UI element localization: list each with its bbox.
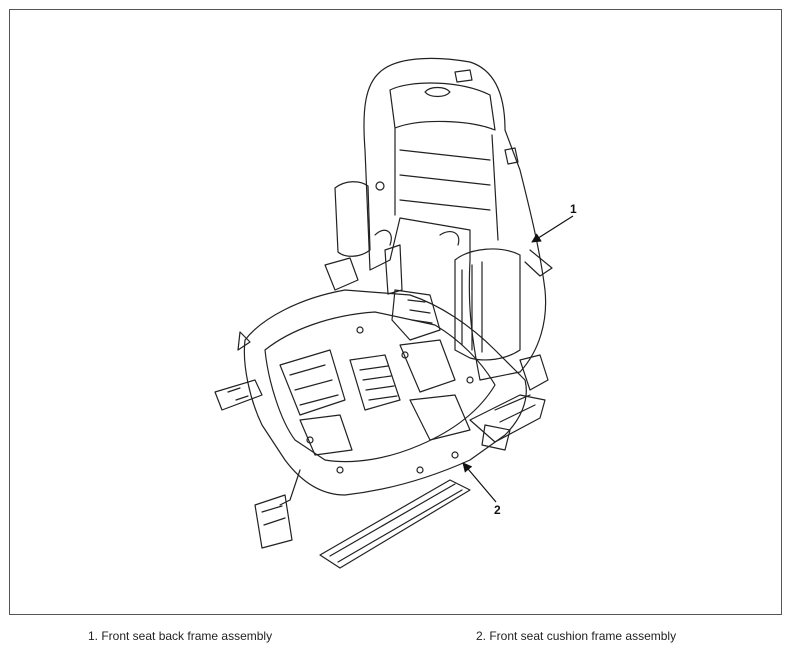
legend-item-1: 1. Front seat back frame assembly [88, 629, 273, 643]
legend-item-2: 2. Front seat cushion frame assembly [476, 629, 677, 643]
seat-cushion-frame [243, 289, 527, 496]
callout-1-label: 1 [570, 202, 577, 216]
callout-2-leader [462, 462, 497, 503]
callout-2-label: 2 [494, 503, 501, 517]
seat-back-frame [363, 57, 547, 381]
diagram-frame [9, 9, 782, 615]
callout-1-leader [531, 215, 574, 243]
